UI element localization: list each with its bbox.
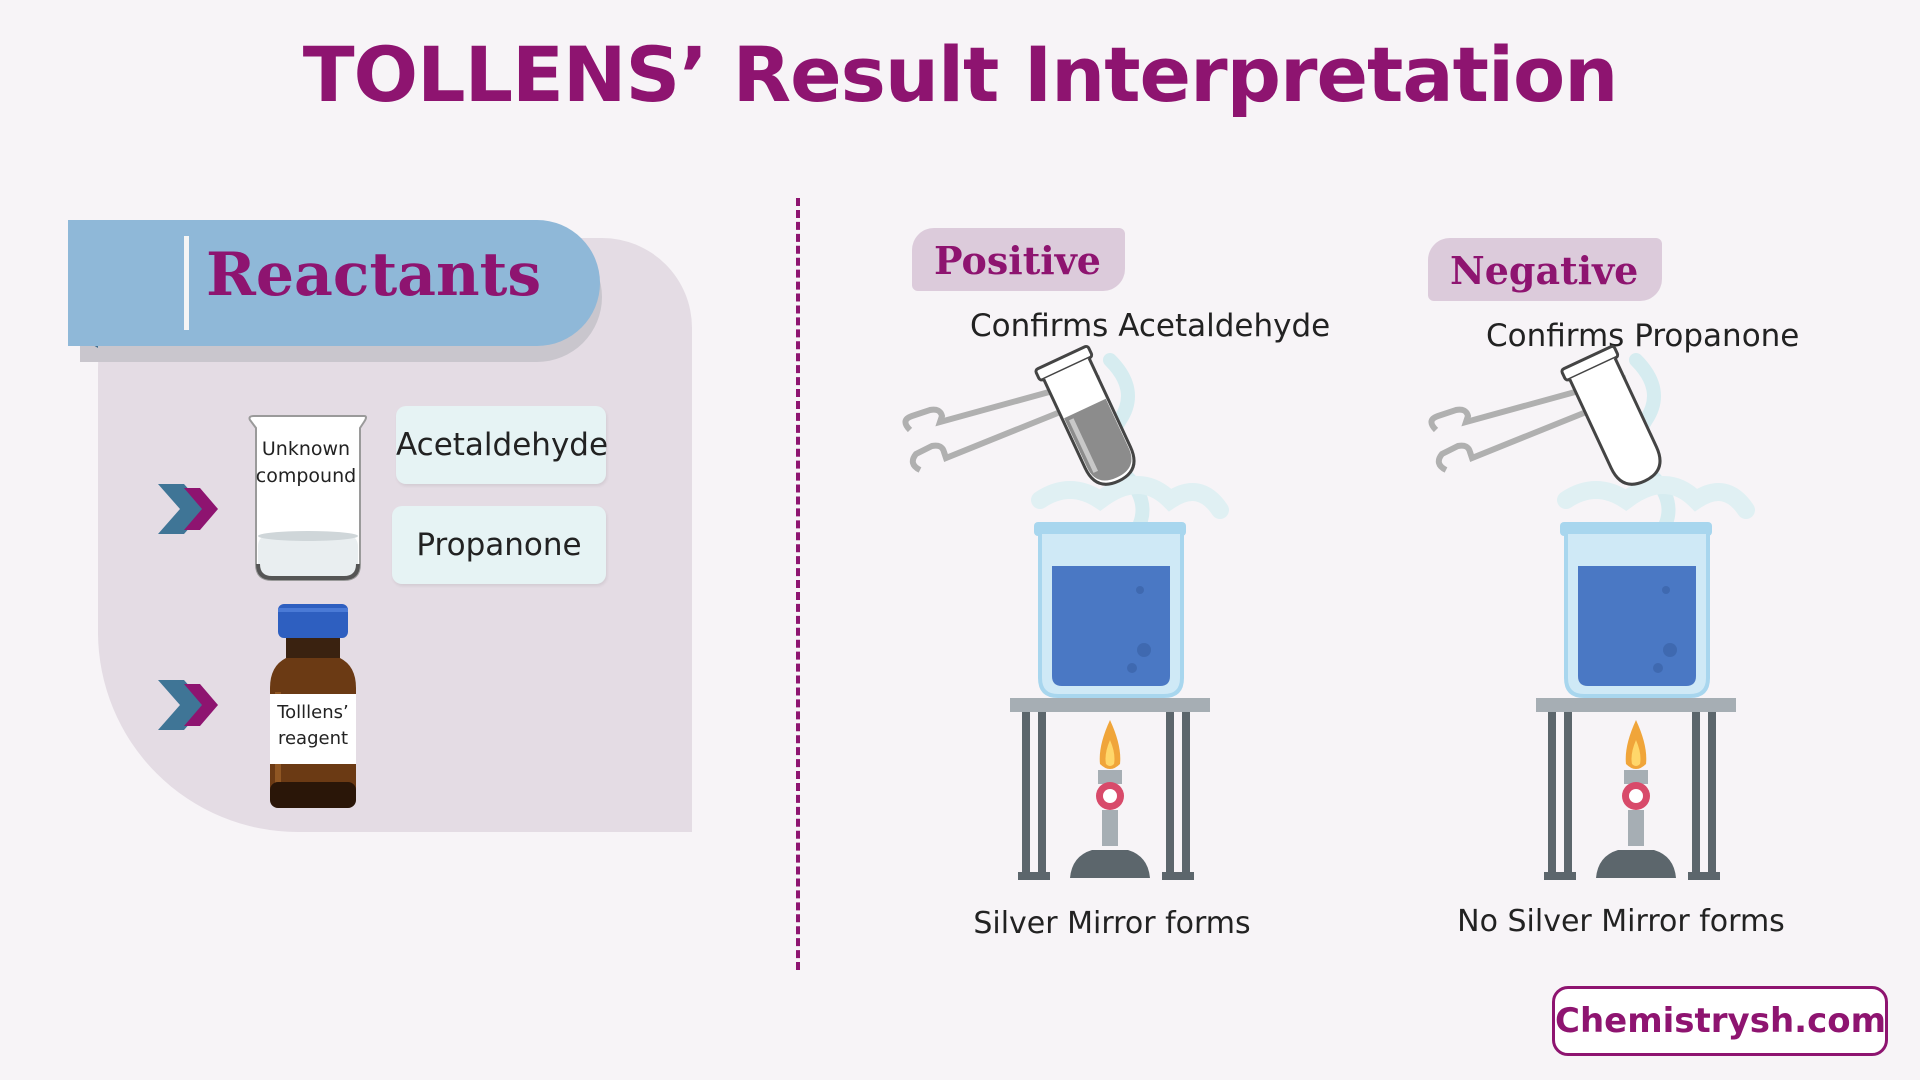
chevron-icon xyxy=(158,484,218,534)
option-acetaldehyde: Acetaldehyde xyxy=(396,406,608,484)
option-propanone: Propanone xyxy=(392,506,606,584)
reagent-label-line2: reagent xyxy=(277,728,349,749)
beaker-label: Unknown compound xyxy=(248,436,364,490)
test-tube-icon xyxy=(1560,344,1662,486)
negative-caption: No Silver Mirror forms xyxy=(1457,904,1785,939)
water-bath-beaker-icon xyxy=(1034,522,1186,698)
bunsen-burner-icon xyxy=(1596,720,1676,878)
divider xyxy=(796,198,800,970)
tripod-stand-icon xyxy=(1010,698,1210,880)
tongs-icon xyxy=(1428,375,1628,473)
test-tube-icon xyxy=(1034,344,1136,486)
reagent-label: Tolllens’ reagent xyxy=(266,700,360,752)
heating-apparatus-negative xyxy=(1428,344,1755,880)
negative-tag: Negative xyxy=(1428,238,1663,301)
heating-apparatus-positive xyxy=(902,344,1229,880)
reagent-bottle-icon xyxy=(270,604,356,808)
page-title: TOLLENS’ Result Interpretation xyxy=(302,30,1619,119)
water-bath-beaker-icon xyxy=(1560,522,1712,698)
tripod-stand-icon xyxy=(1536,698,1736,880)
positive-caption: Silver Mirror forms xyxy=(973,906,1251,941)
reactants-header xyxy=(68,220,600,346)
positive-tag: Positive xyxy=(912,228,1125,291)
reagent-label-line1: Tolllens’ xyxy=(277,702,349,723)
tongs-icon xyxy=(902,375,1102,473)
reactants-header-rule xyxy=(184,236,189,330)
website-badge[interactable]: Chemistrysh.com xyxy=(1552,986,1888,1056)
chevron-icon xyxy=(158,680,218,730)
positive-confirms: Confirms Acetaldehyde xyxy=(970,308,1331,344)
reactants-heading: Reactants xyxy=(206,240,542,310)
beaker-icon xyxy=(248,415,367,581)
beaker-label-line2: compound xyxy=(255,465,357,487)
bunsen-burner-icon xyxy=(1070,720,1150,878)
negative-confirms: Confirms Propanone xyxy=(1486,318,1800,354)
beaker-label-line1: Unknown xyxy=(261,438,351,460)
